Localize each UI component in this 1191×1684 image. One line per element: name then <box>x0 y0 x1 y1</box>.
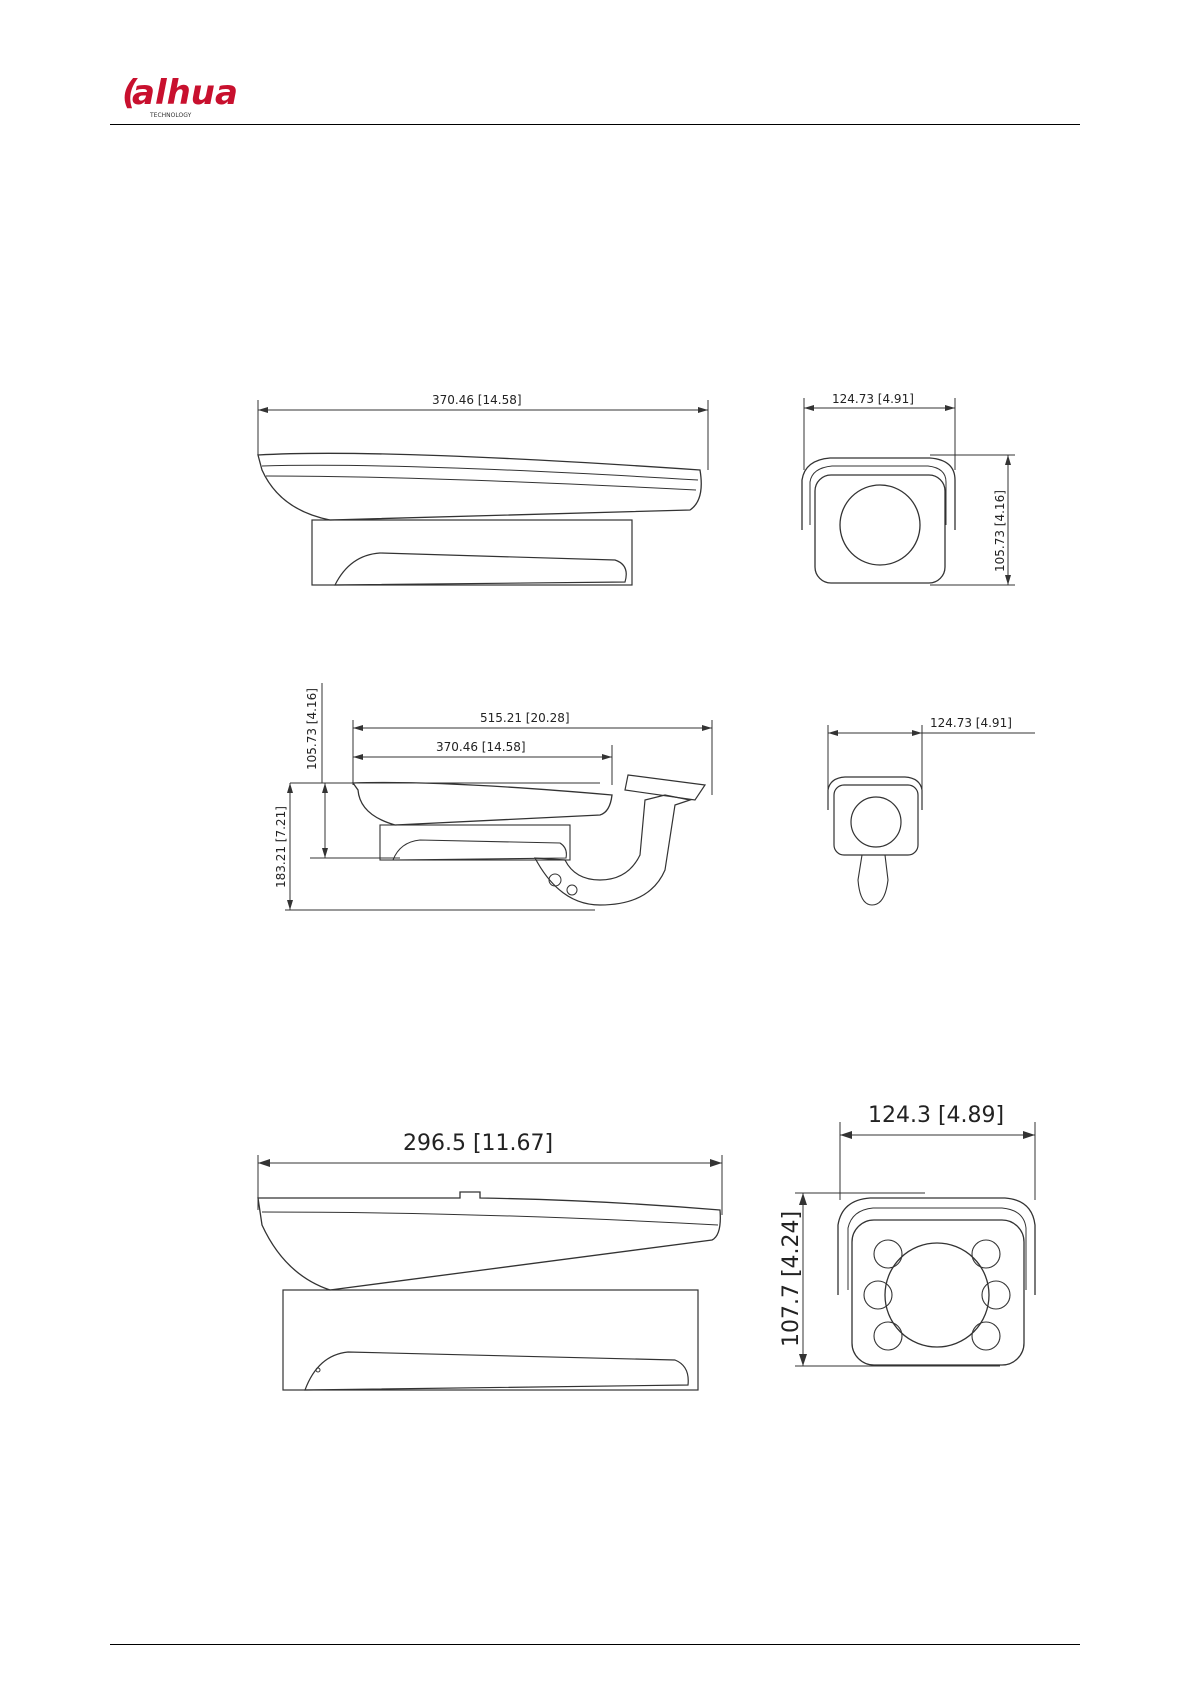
figure2-front-view: 124.73 [4.91] <box>828 716 1035 905</box>
figure3-front-height-label: 107.7 [4.24] <box>779 1211 804 1347</box>
figure3-side-view: 296.5 [11.67] <box>258 1131 722 1390</box>
figure2-total-height-label: 183.21 [7.21] <box>274 806 288 888</box>
figure3-side-length-label: 296.5 [11.67] <box>403 1131 553 1156</box>
figure2-side-view: 515.21 [20.28] 370.46 [14.58] 105.73 [4.… <box>274 683 712 910</box>
figure2-body-length-label: 370.46 [14.58] <box>436 740 526 754</box>
figure3-front-width-label: 124.3 [4.89] <box>868 1103 1004 1128</box>
figure1-front-height-label: 105.73 [4.16] <box>993 490 1007 572</box>
figure2-front-width-label: 124.73 [4.91] <box>930 716 1012 730</box>
figure1-front-width-label: 124.73 [4.91] <box>832 392 914 406</box>
figure1-side-view: 370.46 [14.58] <box>258 393 708 585</box>
figure3-front-view: 124.3 [4.89] 107.7 [4.24] <box>779 1103 1035 1366</box>
footer-rule <box>110 1644 1080 1645</box>
figure1-side-length-label: 370.46 [14.58] <box>432 393 522 407</box>
figure2-body-height-label: 105.73 [4.16] <box>305 688 319 770</box>
figure1-front-view: 124.73 [4.91] 105.73 [4.16] <box>802 392 1015 585</box>
figure2-total-length-label: 515.21 [20.28] <box>480 711 570 725</box>
